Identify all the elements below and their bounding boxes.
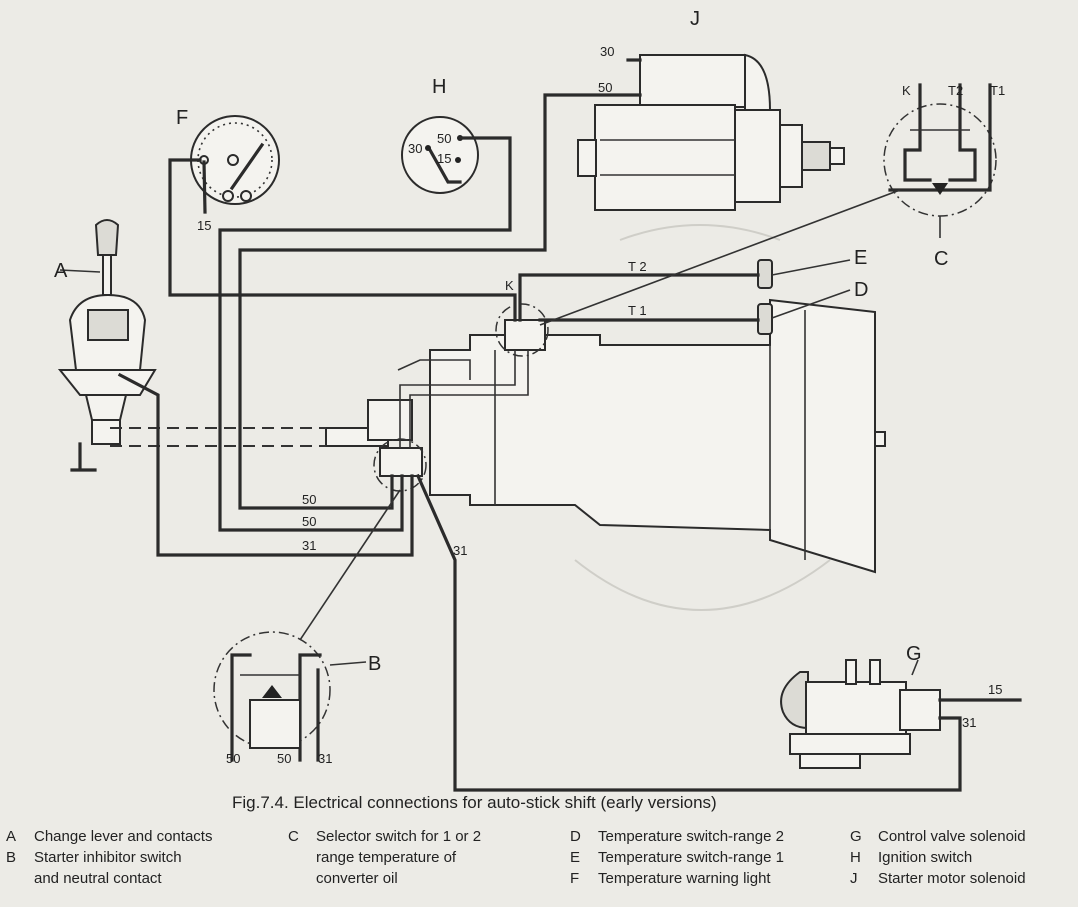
label-g: G [906,643,922,665]
label-a: A [54,260,68,282]
control-valve-solenoid [780,659,941,769]
legend-item-c: C Selector switch for 1 or 2 range tempe… [288,828,482,887]
terminal-t1: T 1 [628,303,647,318]
figure-caption: Fig.7.4. Electrical connections for auto… [232,793,717,812]
terminal-inset-t1: T1 [990,83,1005,98]
terminal-h-30: 30 [408,141,422,156]
legend-item-g: G Control valve solenoid [850,828,1026,845]
label-d: D [854,279,868,301]
legend-item-d: D Temperature switch-range 2 [570,828,784,845]
terminal-h-50: 50 [437,131,451,146]
label-k: K [505,278,514,293]
terminal-t2: T 2 [628,259,647,274]
label-k-inset: K [902,83,911,98]
terminal-wire-50-b: 50 [302,514,316,529]
terminal-j-30: 30 [600,44,614,59]
legend-item-a: A Change lever and contacts [6,828,213,845]
change-lever [57,219,157,472]
label-b: B [368,653,381,675]
terminal-wire-50-a: 50 [302,492,316,507]
terminal-b-31: 31 [453,543,467,558]
terminal-inset-b-50-a: 50 [226,751,240,766]
wiring [59,58,1022,792]
label-j: J [690,8,700,30]
terminal-inset-t2: T2 [948,83,963,98]
terminal-inset-b-31: 31 [318,751,332,766]
temperature-warning-gauge [190,115,280,205]
legend-item-e: E Temperature switch-range 1 [570,849,784,866]
label-c: C [934,248,948,270]
legend-item-f: F Temperature warning light [570,870,771,887]
legend-column-2: C Selector switch for 1 or 2 range tempe… [288,826,481,889]
selector-switch-housing [373,303,549,492]
legend-column-3: D Temperature switch-range 2 E Temperatu… [570,826,784,889]
legend-column-4: G Control valve solenoid H Ignition swit… [850,826,1026,889]
terminal-wire-31: 31 [302,538,316,553]
label-e: E [854,247,867,269]
label-h: H [432,76,446,98]
transmission-housing [325,298,886,574]
terminal-g-15: 15 [988,682,1002,697]
background-artifacts [574,224,831,611]
terminal-f-15: 15 [197,218,211,233]
ignition-switch [401,116,479,194]
legend: A Change lever and contacts B Starter in… [0,826,1078,906]
label-f: F [176,107,188,129]
legend-item-h: H Ignition switch [850,849,973,866]
inset-selector-switch-detail [883,83,997,217]
temperature-switches [757,259,773,335]
terminal-inset-b-50-b: 50 [277,751,291,766]
starter-motor [577,53,845,211]
legend-item-b: B Starter inhibitor switch and neutral c… [6,849,182,887]
legend-column-1: A Change lever and contacts B Starter in… [6,826,212,889]
terminal-j-50: 50 [598,80,612,95]
inset-starter-inhibitor-detail [213,631,331,762]
terminal-h-15: 15 [437,151,451,166]
legend-item-j: J Starter motor solenoid [850,870,1026,887]
terminal-g-31: 31 [962,715,976,730]
